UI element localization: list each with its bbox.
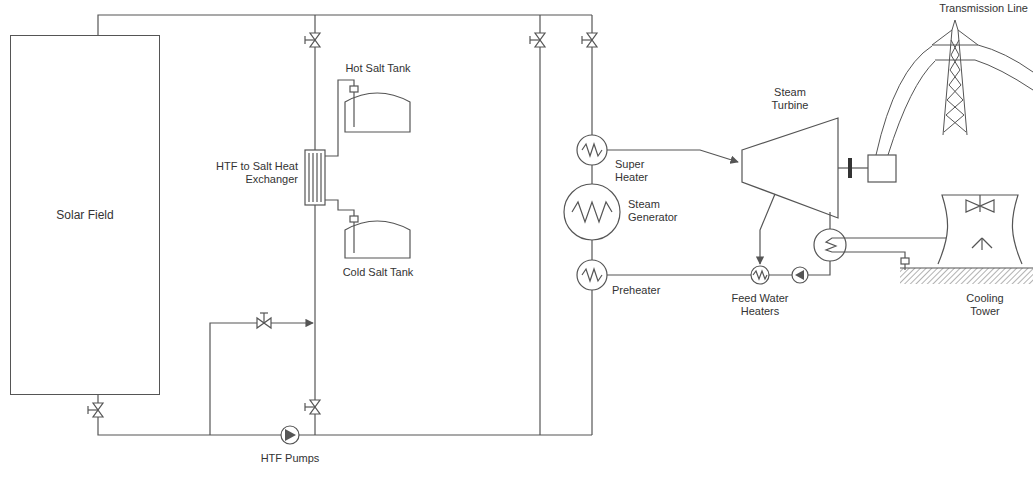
pump-bypass-pipe [210, 323, 313, 435]
cooling-tower-symbol [938, 195, 1022, 264]
coupling-symbol [848, 158, 852, 178]
valve-symbol [88, 403, 103, 417]
feedwater-heater-symbol [751, 266, 769, 284]
process-box: Solar Field [10, 35, 160, 395]
component-label: Transmission Line [918, 2, 1028, 15]
superheater-symbol [577, 135, 607, 165]
bypass-pipe [539, 15, 540, 435]
generator-symbol [868, 155, 896, 182]
valve-symbol [530, 33, 545, 47]
heat-exchanger-symbol [305, 150, 325, 205]
valve-symbol [582, 33, 597, 47]
component-label: Steam Generator [628, 198, 692, 224]
component-label: HTF to Salt Heat Exchanger [214, 160, 298, 186]
exchanger-pipe [314, 15, 315, 435]
top-pipe [98, 15, 592, 35]
component-label: Feed Water Heaters [725, 292, 795, 318]
pump-symbol [281, 426, 299, 444]
bottom-pipe [98, 395, 592, 435]
component-label: Steam Turbine [763, 86, 818, 112]
basin-intake [901, 258, 909, 264]
steam-generator-symbol [564, 184, 620, 240]
steam-train-pipe [591, 240, 592, 260]
cooling-water-pipe [846, 252, 905, 270]
component-label: HTF Pumps [250, 452, 330, 465]
basin-water [900, 268, 1033, 284]
component-label: Super Heater [615, 158, 665, 184]
extraction-pipe [760, 194, 775, 264]
node-title: Solar Field [56, 208, 113, 222]
steam-train-pipe [591, 290, 592, 435]
component-label: Cooling Tower [957, 292, 1013, 318]
valve-symbol [257, 313, 271, 328]
exhaust-pipe [829, 212, 830, 229]
component-label: Cold Salt Tank [333, 266, 423, 279]
basin-surface [900, 267, 1033, 268]
valve-symbol [305, 400, 320, 414]
transmission-tower-symbol [932, 20, 978, 135]
turbine-symbol [742, 118, 838, 218]
hot-tank-symbol [345, 86, 410, 132]
component-label: Hot Salt Tank [333, 62, 423, 75]
cold-tank-symbol [345, 216, 410, 258]
fan-symbol [966, 195, 994, 212]
turbine-shaft [838, 167, 868, 168]
condenser-symbol [814, 229, 846, 261]
salt-pipe [325, 200, 354, 216]
condensate-pipe [808, 261, 830, 275]
valve-symbol [305, 33, 320, 47]
sprinkler-symbol [972, 238, 992, 250]
steam-train-pipe [591, 165, 592, 184]
preheater-symbol [577, 260, 607, 290]
power-line [876, 45, 1033, 155]
component-label: Preheater [612, 284, 672, 297]
pump-symbol [792, 267, 808, 283]
